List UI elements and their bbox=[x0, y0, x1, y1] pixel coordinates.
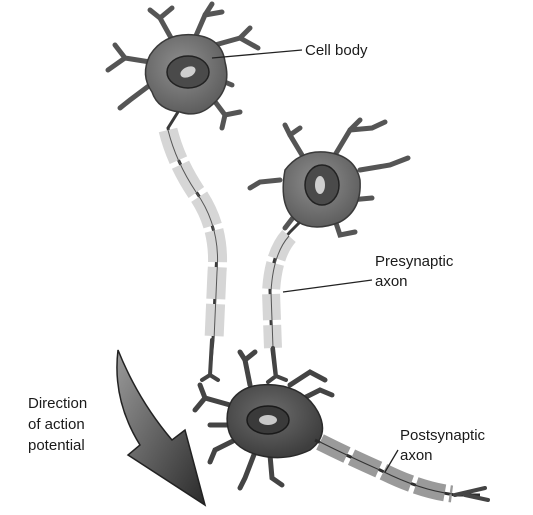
cell-body-leader-line bbox=[212, 50, 302, 58]
direction-label-line-3: potential bbox=[28, 437, 85, 454]
neuron-two-axon-terminal bbox=[268, 348, 286, 382]
direction-label: Direction of action potential bbox=[28, 395, 91, 454]
neuron-two bbox=[250, 120, 408, 382]
direction-arrow bbox=[117, 350, 205, 505]
neuron-three-nucleolus bbox=[259, 415, 277, 425]
direction-label-line-1: Direction bbox=[28, 395, 87, 412]
neuron-one-myelin-sheath bbox=[168, 130, 218, 340]
presynaptic-leader-line bbox=[283, 280, 372, 292]
presynaptic-label: Presynaptic axon bbox=[375, 253, 458, 290]
neuron-one-axon-terminal bbox=[202, 340, 218, 380]
neuron-two-nucleolus bbox=[315, 176, 325, 194]
direction-label-line-2: of action bbox=[28, 416, 85, 433]
neuron-three bbox=[195, 352, 488, 500]
presynaptic-label-line-1: Presynaptic bbox=[375, 253, 454, 270]
presynaptic-label-line-2: axon bbox=[375, 273, 408, 290]
postsynaptic-label: Postsynaptic axon bbox=[400, 427, 489, 464]
neuron-one bbox=[108, 4, 258, 380]
postsynaptic-label-line-1: Postsynaptic bbox=[400, 427, 486, 444]
cell-body-label: Cell body bbox=[305, 42, 368, 59]
postsynaptic-label-line-2: axon bbox=[400, 447, 433, 464]
